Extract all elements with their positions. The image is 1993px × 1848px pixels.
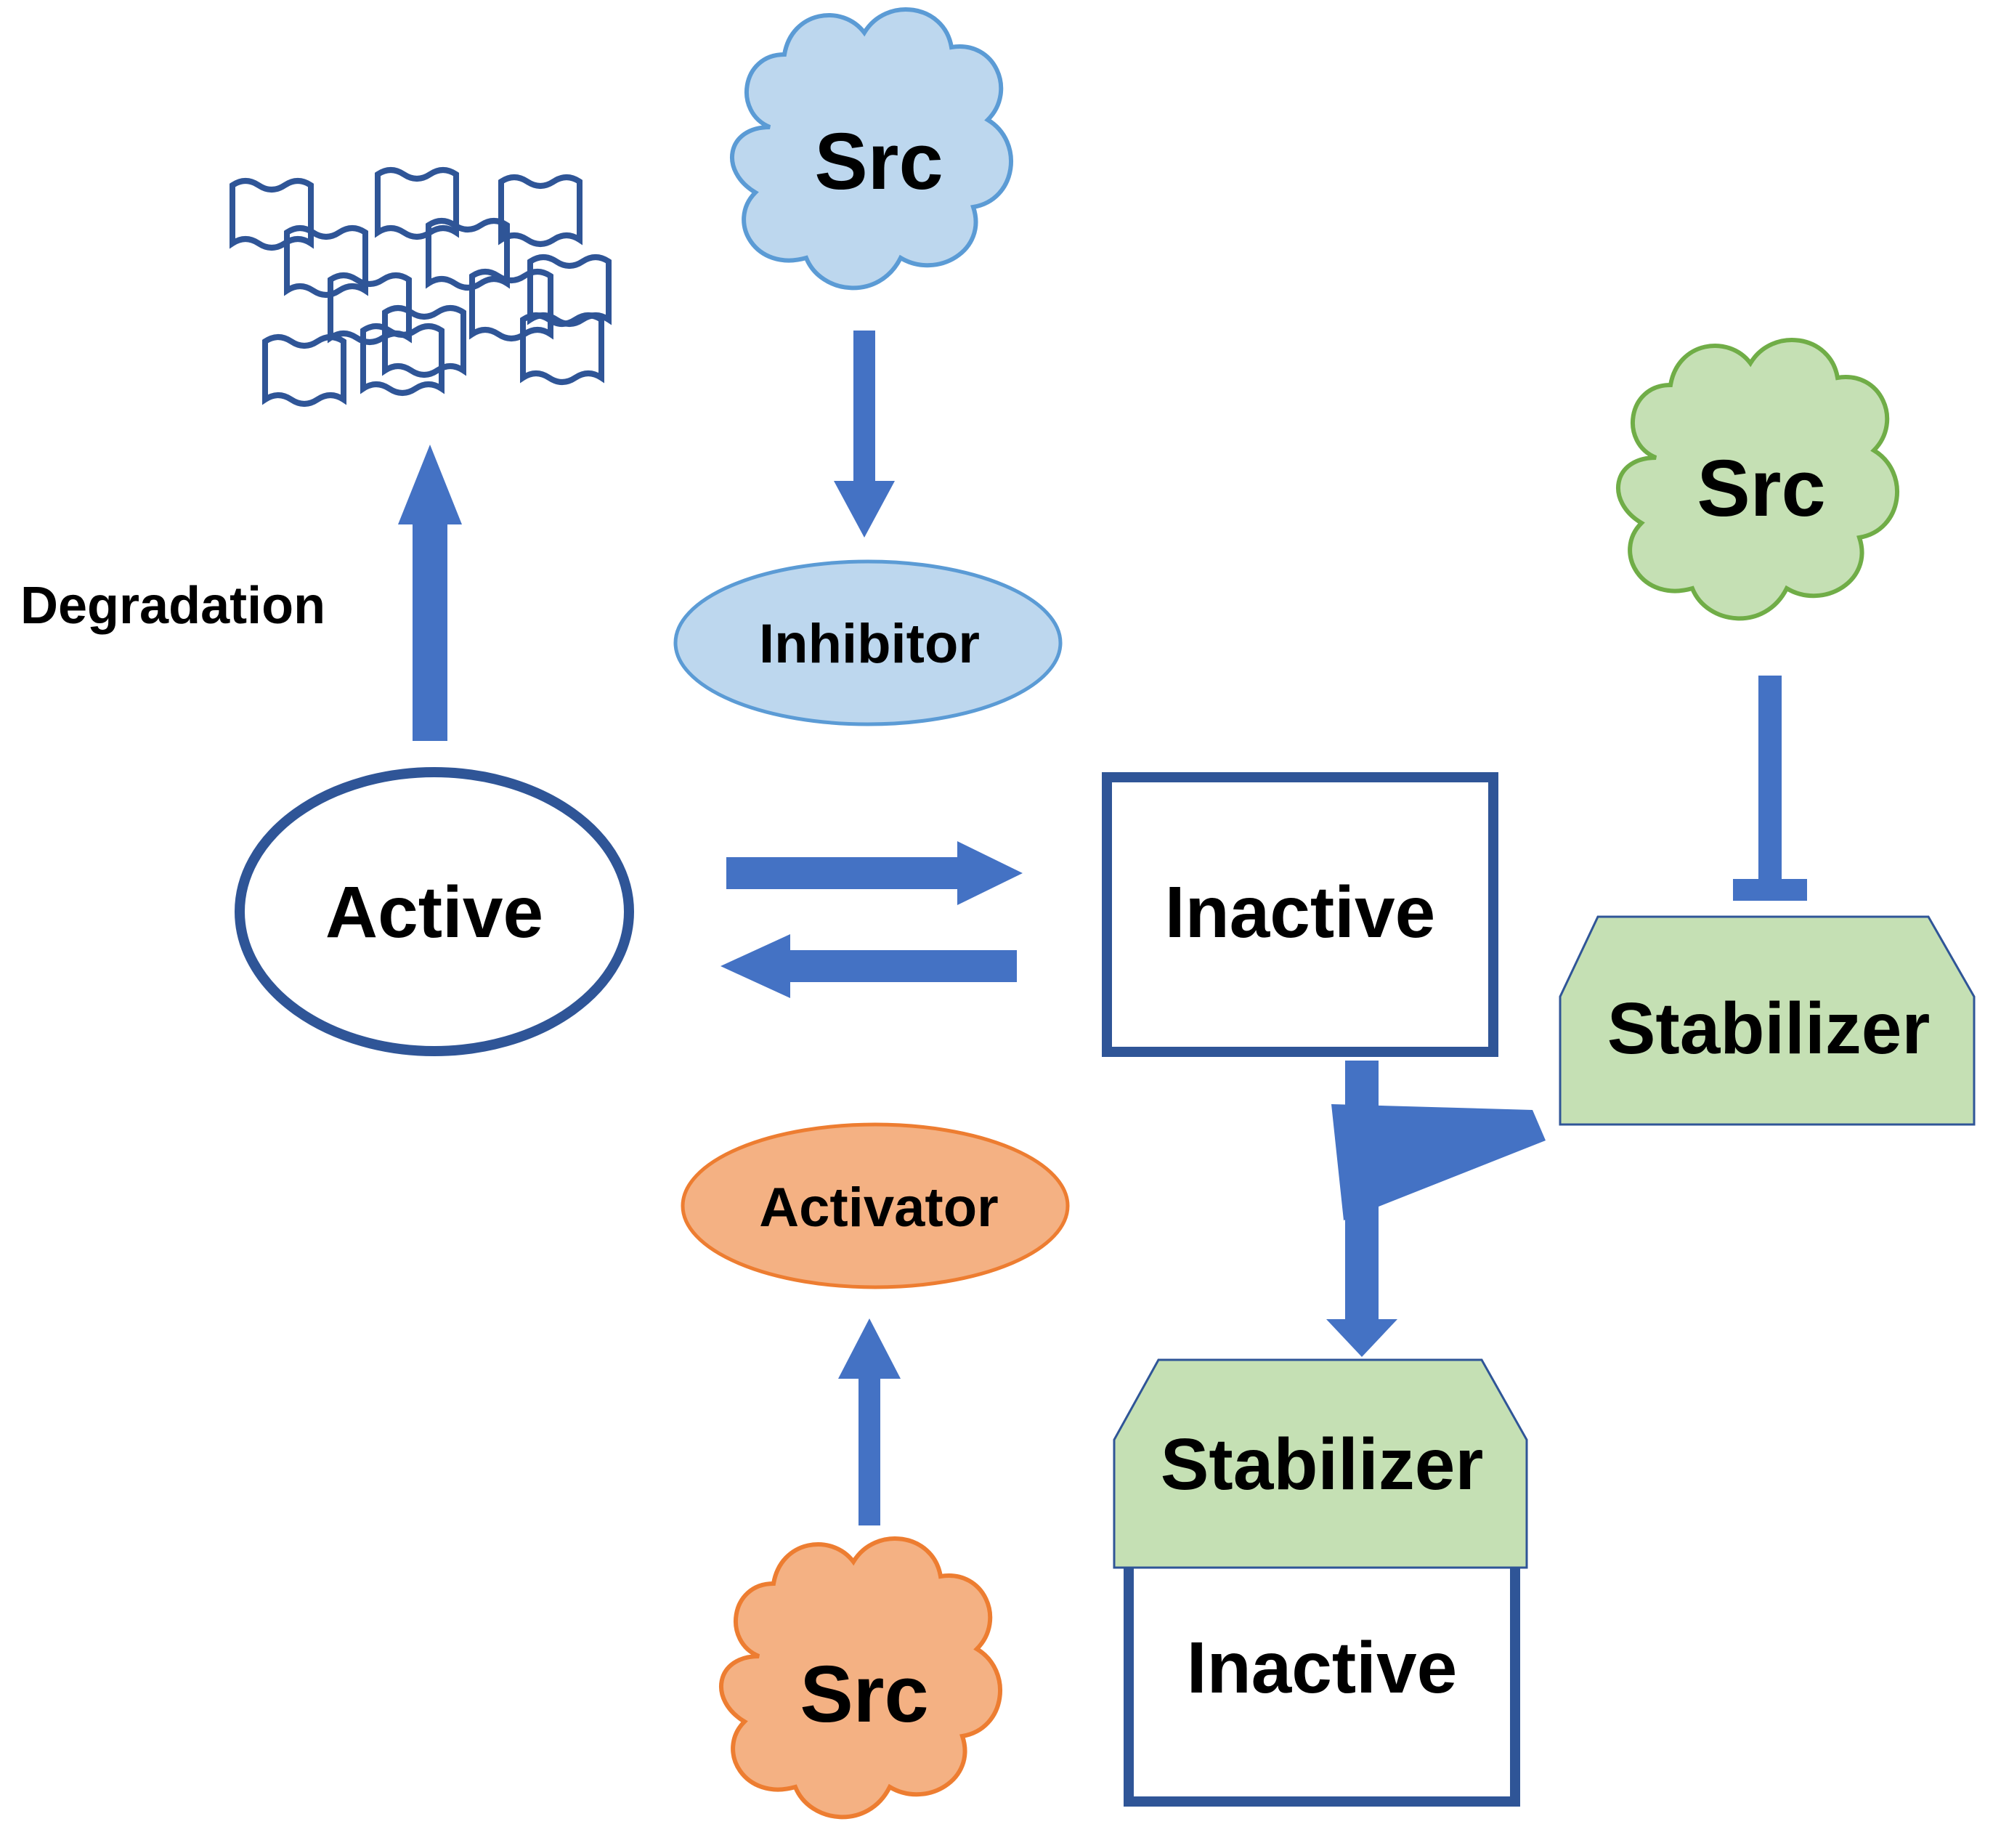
- inactive-bottom-label: Inactive: [1187, 1627, 1457, 1709]
- active-to-inactive-arrow: [726, 841, 1023, 905]
- stabilizer-bottom-label: Stabilizer: [1161, 1424, 1484, 1505]
- active-label: Active: [325, 872, 543, 953]
- activator-label: Activator: [759, 1177, 998, 1239]
- active-node: [235, 767, 634, 1056]
- degradation-arrow: [398, 445, 462, 741]
- src-inhibits-stabilizer-line: [1733, 676, 1807, 901]
- inactive-label: Inactive: [1165, 872, 1435, 953]
- src-blue-label: Src: [814, 117, 943, 206]
- inactive-bottom-node: [1124, 1539, 1520, 1807]
- degraded-protein-fragments-icon: [232, 170, 609, 404]
- inhibitor-label: Inhibitor: [759, 613, 980, 675]
- degradation-label: Degradation: [20, 577, 325, 635]
- stabilizer-right-label: Stabilizer: [1607, 988, 1931, 1069]
- src-green-label: Src: [1697, 444, 1825, 533]
- stabilizer-bottom-node: [1113, 1358, 1528, 1569]
- src-to-inhibitor-arrow: [834, 331, 895, 538]
- inactive-node: [1102, 772, 1498, 1057]
- binding-arrow: [1326, 1061, 1546, 1357]
- stabilizer-right-node: [1559, 915, 1976, 1126]
- src-to-activator-arrow: [838, 1318, 901, 1525]
- inhibitor-node: [673, 559, 1063, 726]
- activator-node: [681, 1122, 1070, 1289]
- inactive-to-active-arrow: [721, 934, 1017, 998]
- src-orange-label: Src: [800, 1650, 928, 1739]
